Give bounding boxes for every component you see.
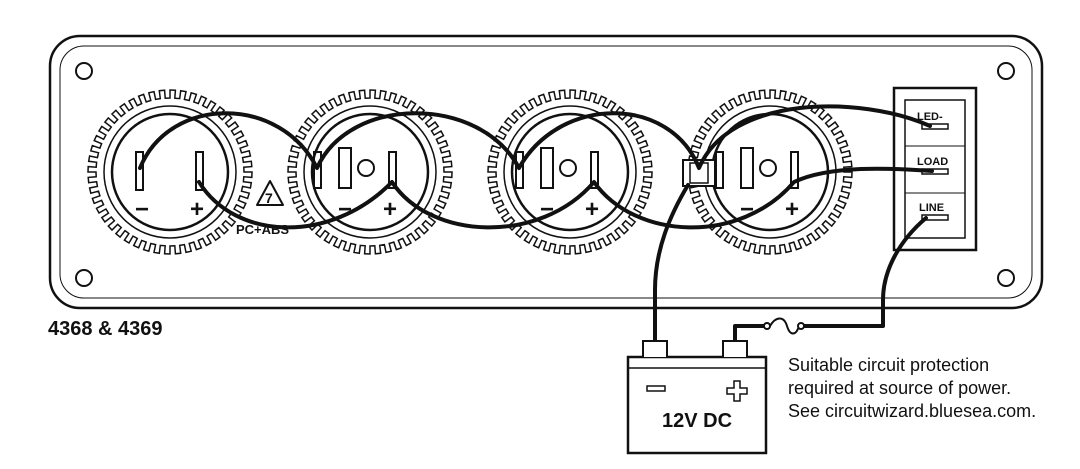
socket-4-slot	[740, 147, 754, 189]
note-line-3: See circuitwizard.bluesea.com.	[788, 401, 1037, 421]
wires	[138, 104, 934, 342]
mounting-hole-bottom-right	[997, 269, 1015, 287]
wire-positive-chain	[197, 166, 934, 230]
socket-2-terminal-minus	[313, 151, 322, 189]
socket-2-outer-ring	[303, 105, 437, 239]
socket-3-plus-label: +	[585, 196, 599, 223]
circuit-protection-note: Suitable circuit protection required at …	[788, 354, 1036, 423]
socket-3-outer-ring	[503, 105, 637, 239]
socket-1-terminal-minus	[135, 151, 144, 191]
wire-battery-to-fuse	[733, 324, 766, 342]
fuse-end-right	[797, 322, 805, 330]
wire-fuse-to-switch	[799, 216, 928, 328]
switch-terminal-bottom	[921, 214, 949, 221]
battery-label: 12V DC	[662, 410, 732, 432]
panel-inner-outline	[59, 45, 1033, 299]
battery-minus-icon	[646, 385, 666, 392]
switch-label-top: LED-	[917, 111, 943, 123]
mounting-hole-bottom-left	[75, 269, 93, 287]
switch-label-bottom: LINE	[919, 202, 944, 214]
socket-1-terminal-plus	[195, 151, 204, 191]
socket-3-face	[510, 112, 630, 232]
socket-2-indicator	[357, 159, 375, 177]
switch-label-middle: LOAD	[917, 156, 948, 168]
socket-1-minus-label: −	[135, 196, 149, 223]
fuse-element	[769, 317, 800, 335]
socket-4-indicator	[759, 159, 777, 177]
socket-1: − +	[135, 151, 204, 223]
battery-terminal-positive	[722, 340, 748, 357]
model-label: 4368 & 4369	[48, 318, 163, 340]
switch-terminal-top	[921, 123, 949, 130]
socket-1-outer-ring	[103, 105, 237, 239]
mounting-hole-top-right	[997, 62, 1015, 80]
socket-1-face	[110, 112, 230, 232]
battery-plus-icon	[726, 380, 748, 402]
battery-terminal-negative	[642, 340, 668, 357]
battery-body	[626, 355, 768, 455]
fuse	[763, 317, 805, 335]
note-line-1: Suitable circuit protection	[788, 355, 990, 375]
socket-2-slot	[338, 147, 352, 189]
socket-4-terminal-plus	[790, 151, 799, 189]
fuse-end-left	[763, 322, 771, 330]
recycling-icon	[256, 180, 284, 206]
socket-2-face	[310, 112, 430, 232]
socket-3-terminal-minus	[515, 151, 524, 189]
recycling-number: 7	[265, 190, 273, 206]
socket-3-slot	[540, 147, 554, 189]
note-line-2: required at source of power.	[788, 378, 1012, 398]
socket-2: − +	[313, 147, 397, 223]
socket-4-plus-label: +	[785, 196, 799, 223]
socket-3-terminal-plus	[590, 151, 599, 189]
mounting-hole-top-left	[75, 62, 93, 80]
wire-ground-to-battery	[653, 183, 690, 342]
socket-2-terminal-plus	[388, 151, 397, 189]
panel-outline	[48, 34, 1044, 310]
wire-negative-chain	[138, 104, 932, 170]
socket-2-plus-label: +	[383, 196, 397, 223]
battery: 12V DC	[626, 340, 768, 455]
socket-3-indicator	[559, 159, 577, 177]
socket-1-plus-label: +	[190, 196, 204, 223]
